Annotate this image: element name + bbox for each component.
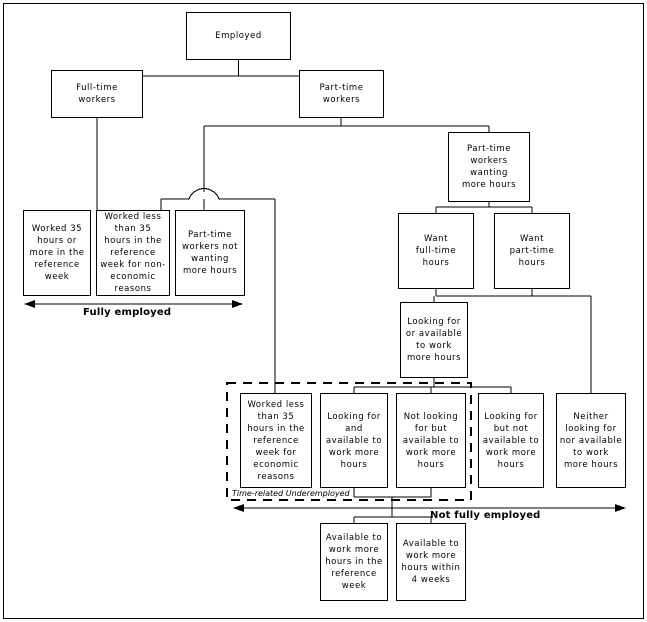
edge-hop-arc	[161, 188, 275, 200]
band-label-fully-employed: Fully employed	[83, 307, 172, 318]
band-arrow-not-fully-employed	[233, 504, 626, 512]
edge-employed-bus	[97, 60, 341, 77]
band-arrow-fully-employed	[24, 300, 243, 308]
node-employed[interactable]: Employed	[186, 12, 291, 60]
node-label: Employed	[215, 31, 262, 41]
band-label-not-fully-employed: Not fully employed	[430, 510, 541, 521]
dashed-region-time-related-underemployed	[225, 381, 473, 502]
edge-to-worked-less-economic	[274, 199, 276, 399]
dashed-region-label: Time-related Underemployed	[231, 489, 351, 498]
